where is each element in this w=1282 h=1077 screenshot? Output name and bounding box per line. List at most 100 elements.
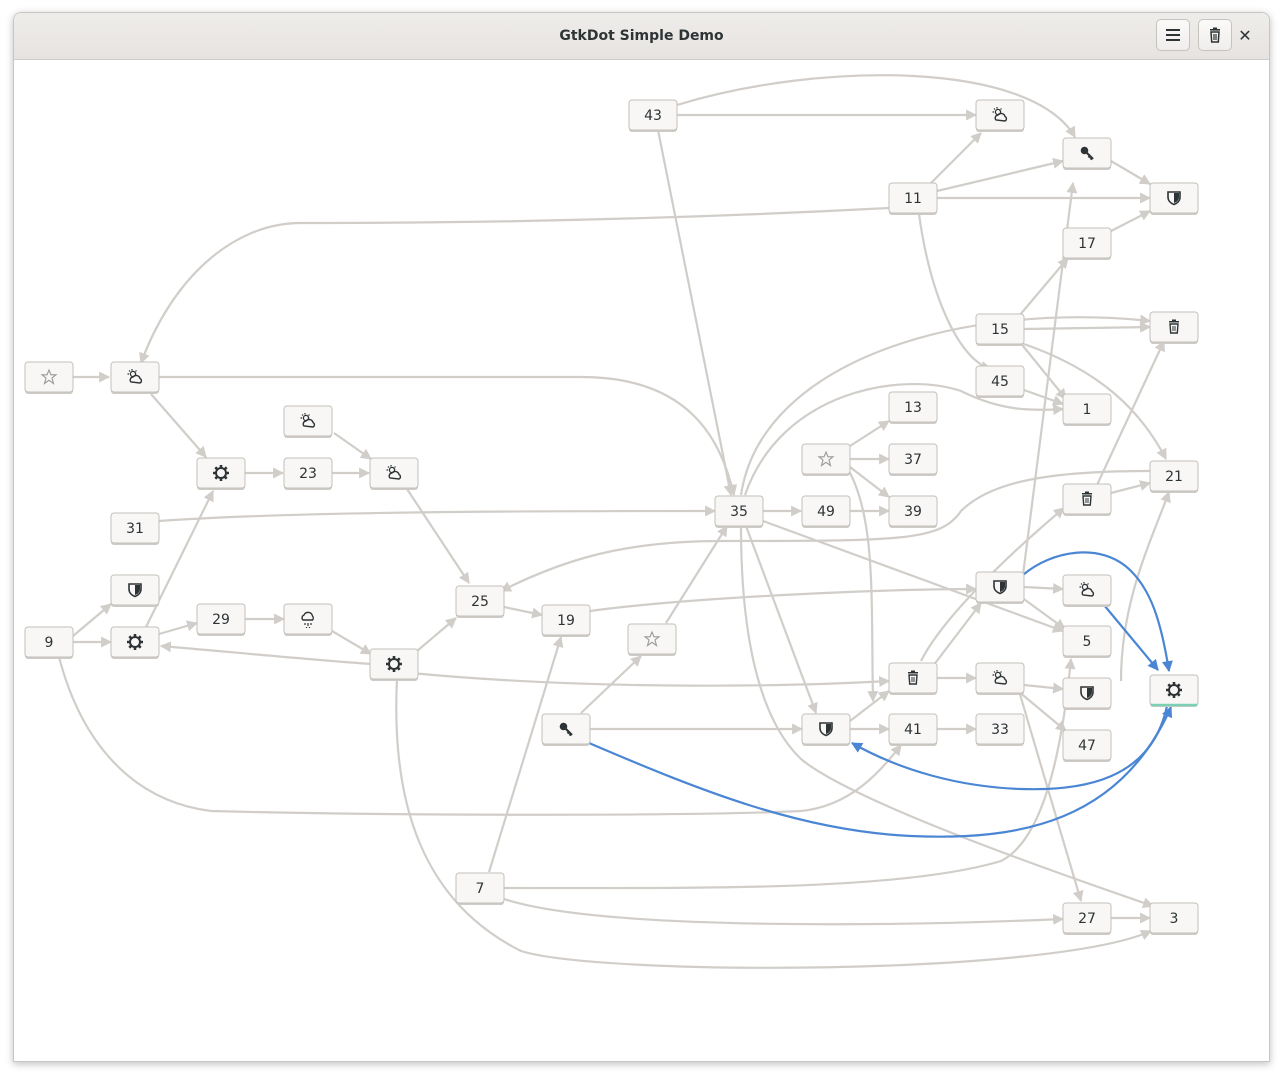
graph-node-15[interactable]: 15 [975,313,1025,346]
graph-node-weather[interactable] [975,662,1025,695]
graph-node-9[interactable]: 9 [24,626,74,659]
graph-edge [1018,257,1069,317]
graph-node-gear[interactable] [196,457,246,490]
node-label: 1 [1083,402,1092,418]
graph-node-37[interactable]: 37 [888,443,938,476]
graph-node-23[interactable]: 23 [283,457,333,490]
graph-edge [1110,480,1152,495]
graph-edge [1023,388,1065,406]
graph-node-shield[interactable] [975,571,1025,604]
graph-node-weather[interactable] [1062,574,1112,607]
graph-edge [849,420,890,447]
graph-node-shield[interactable] [1062,677,1112,710]
graph-node-trash[interactable] [1149,311,1199,344]
graph-node-gear[interactable] [110,626,160,659]
graph-node-star[interactable] [24,361,74,394]
graph-node-weather[interactable] [369,457,419,490]
delete-button[interactable] [1198,19,1232,51]
node-box [1062,729,1112,761]
graph-node-rain[interactable] [283,603,333,636]
graph-edge [1110,160,1151,185]
graph-node-weather[interactable] [283,405,333,438]
graph-node-7[interactable]: 7 [455,872,505,905]
node-label: 35 [730,504,748,520]
graph-node-star[interactable] [627,623,677,656]
graph-node-41[interactable]: 41 [888,713,938,746]
graph-node-5[interactable]: 5 [1062,625,1112,658]
graph-edge [739,526,1155,908]
node-box [801,443,851,475]
graph-node-21[interactable]: 21 [1149,460,1199,493]
graph-node-11[interactable]: 11 [888,182,938,215]
menu-button[interactable] [1156,19,1190,51]
graph-node-key[interactable] [541,713,591,746]
graph-node-star[interactable] [801,443,851,476]
node-box [1062,625,1112,657]
graph-edge [395,678,1153,969]
node-box [1062,483,1112,515]
gear-icon [1164,680,1184,700]
node-label: 7 [476,881,485,897]
node-box [628,99,678,131]
node-label: 39 [904,504,922,520]
graph-edge [932,602,982,667]
graph-edge [503,897,1065,926]
graph-node-1[interactable]: 1 [1062,393,1112,426]
graph-node-29[interactable]: 29 [196,603,246,636]
node-box [455,585,505,617]
graph-node-shield[interactable] [1149,182,1199,215]
graph-node-17[interactable]: 17 [1062,227,1112,260]
graph-node-47[interactable]: 47 [1062,729,1112,762]
graph-node-shield[interactable] [110,574,160,607]
node-label: 13 [904,400,922,416]
node-label: 33 [991,722,1009,738]
node-box [975,365,1025,397]
graph-node-45[interactable]: 45 [975,365,1025,398]
graph-node-31[interactable]: 31 [110,512,160,545]
graph-node-49[interactable]: 49 [801,495,851,528]
graph-edge [676,74,1076,138]
graph-node-weather[interactable] [110,361,160,394]
header-bar: GtkDot Simple Demo [14,13,1269,60]
graph-edge [503,605,544,619]
graph-node-25[interactable]: 25 [455,585,505,618]
graph-edge [1023,583,1065,594]
graph-node-weather[interactable] [975,99,1025,132]
graph-edge [1018,340,1067,400]
graph-node-19[interactable]: 19 [541,604,591,637]
node-box [888,495,938,527]
node-label: 41 [904,722,922,738]
node-box [1149,311,1199,343]
graph-edge [1017,690,1084,903]
graph-edge [159,641,372,666]
graph-node-trash[interactable] [1062,483,1112,516]
graph-node-gear[interactable] [369,648,419,681]
graph-node-key[interactable] [1062,137,1112,170]
node-label: 19 [557,613,575,629]
gear-icon [125,632,145,652]
node-box [110,361,160,393]
node-box [1062,902,1112,934]
graph-edge [416,617,457,652]
graph-edge [159,375,738,497]
graph-node-27[interactable]: 27 [1062,902,1112,935]
graph-edge [930,132,982,184]
graph-node-43[interactable]: 43 [628,99,678,132]
node-box [888,662,938,694]
graph-edge [743,382,1065,496]
graph-node-gear[interactable] [1149,674,1199,707]
graph-node-3[interactable]: 3 [1149,902,1199,935]
node-label: 9 [45,635,54,651]
graph-node-39[interactable]: 39 [888,495,938,528]
close-button[interactable]: ✕ [1229,19,1261,51]
node-box [283,457,333,489]
graph-edge [139,206,890,365]
graph-node-35[interactable]: 35 [714,495,764,528]
graph-node-trash[interactable] [888,662,938,695]
graph-edge [1017,690,1067,732]
node-label: 21 [1165,469,1183,485]
graph-node-13[interactable]: 13 [888,391,938,424]
graph-node-shield[interactable] [801,713,851,746]
graph-node-33[interactable]: 33 [975,713,1025,746]
